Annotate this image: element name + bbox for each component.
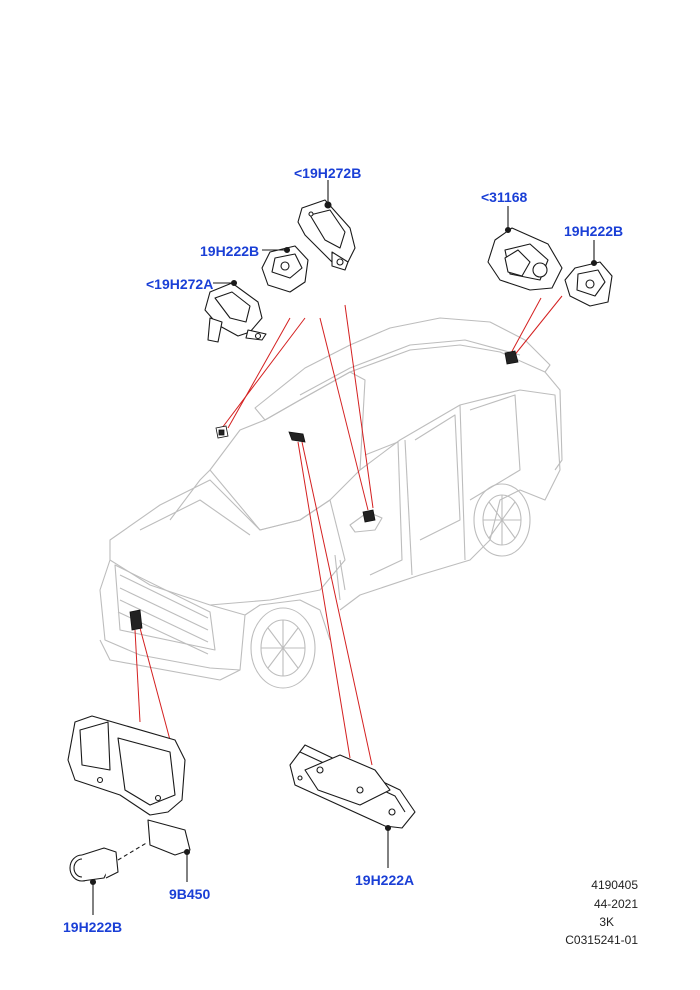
windshield-module-marker [288,431,306,443]
ref-code: 3K [599,915,614,929]
callout-19h222b-lower[interactable]: 19H222B [63,919,123,935]
part-19h222a-module [289,744,416,868]
callout-19h272a[interactable]: <19H272A [146,276,214,292]
ref-number: 4190405 [591,878,638,892]
callout-19h222b-upper[interactable]: 19H222B [200,243,260,259]
component-markers [129,350,519,631]
rear-camera-marker [504,350,519,365]
ref-date: 44-2021 [593,897,638,911]
front-camera-marker [129,609,143,631]
callout-19h272b[interactable]: <19H272B [294,165,362,181]
part-19h222b-camera-upper [261,245,309,293]
callout-19h222b-right[interactable]: 19H222B [564,223,624,239]
part-19h222b-camera-right [564,240,613,307]
part-19h272a-bracket [204,279,267,343]
right-mirror-marker [362,509,376,523]
part-19h272b-bracket [297,180,356,271]
callout-31168[interactable]: <31168 [481,189,528,205]
ref-illustration-id: C0315241-01 [565,933,638,947]
part-19h222b-sensor [69,841,149,915]
vehicle-outline [99,317,563,689]
callout-9b450[interactable]: 9B450 [169,886,211,902]
callout-19h222a[interactable]: 19H222A [355,872,415,888]
part-front-bracket [67,715,191,882]
part-31168-housing [487,206,563,291]
leader-lines [134,295,563,766]
